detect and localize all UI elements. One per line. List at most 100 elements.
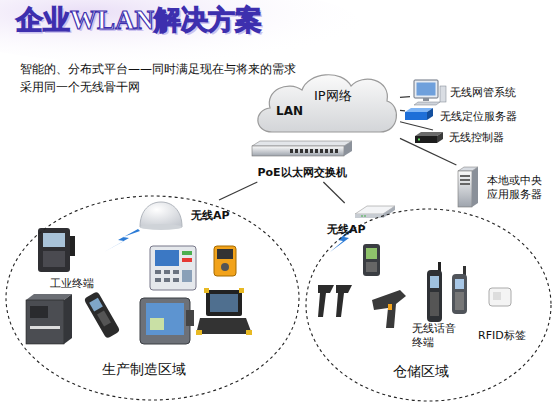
production-area: 生产制造区域 无线AP 工业终端 [5,195,300,401]
controller-icon [415,132,443,143]
node-label: 无线AP [191,209,235,223]
keypad-panel-icon [182,258,192,262]
industrial-terminal: 工业终端 [50,276,102,292]
network-link [219,182,257,200]
tablet-icon [140,298,190,344]
poe-switch: PoE以太网交换机 [248,140,356,182]
keypad-panel-icon [173,270,179,274]
server-tower-icon [458,167,478,207]
monitor-icon [417,83,436,96]
node-label: RFID标签 [478,329,538,343]
node-label: 无线话音 终端 [412,322,460,350]
controller-icon [418,139,420,141]
laptop-icon [196,330,202,335]
flat-ap-icon [364,215,366,217]
rfid-tag-icon [489,288,511,306]
voice-terminal: 无线话音 终端 [412,322,464,352]
handheld-icon [84,291,121,339]
ip-network-cloud: IP网络LAN [250,66,400,140]
flat-ap-icon [355,206,395,218]
tablet-icon [140,298,194,344]
phone-icon [455,279,464,289]
switch-icon [335,149,338,153]
node-label: 无线网管系统 [450,86,532,100]
dashed-ellipse [6,196,299,400]
monitor-icon [414,102,440,105]
rfid-tag-icon [489,288,511,306]
switch-icon [315,149,318,153]
node-label: 无线控制器 [449,131,514,145]
switch-icon [325,149,328,153]
location-server: 无线定位服务器 [405,108,527,126]
phone-icon [430,292,439,316]
keypad-panel-icon [150,246,196,290]
laptop-icon [246,330,252,335]
dome-ap-icon [140,202,182,230]
flat-ap-icon [361,215,363,217]
node-label: 无线AP [327,223,372,237]
keypad-panel-icon [150,246,196,290]
scanner-gun-icon [388,304,392,310]
location-server-icon [405,112,427,120]
keypad-panel-icon [155,270,161,274]
controller-icon [437,132,443,143]
keypad-panel-icon [155,278,161,282]
phone-icon [438,262,441,271]
printer-icon [30,306,48,318]
node-label: LAN [276,104,316,119]
title-band [0,0,360,64]
keypad-panel-icon [182,251,192,255]
flat-ap-icon [383,206,395,218]
node-label: 生产制造区域 [102,361,202,379]
rfid-tag: RFID标签 [478,328,540,344]
laptop-icon [196,288,252,335]
dome-ap-icon [140,224,182,230]
printer-icon [26,294,72,344]
network-link [400,96,410,98]
phone-icon [463,266,466,275]
network-link [400,110,405,112]
node-label: 工业终端 [50,277,102,291]
dashed-ellipse [306,209,551,401]
laptop-icon [239,288,244,293]
switch-icon [295,149,298,153]
terminal-icon [43,233,65,247]
keypad-panel-icon [164,278,170,282]
terminal-icon [43,251,65,267]
phone-icon [427,262,467,322]
node-label: PoE以太网交换机 [248,166,356,180]
keypad-panel-icon [155,250,179,266]
laptop-icon [204,288,209,293]
network-link [400,138,456,165]
keypad-panel-icon [164,270,170,274]
switch-icon [344,141,352,156]
scanner-gun-icon [318,285,406,328]
server-tower-icon [458,171,472,207]
printer-icon [26,300,64,344]
warehouse-area: 仓储区域 无线AP 无线话音 终端 RFID标签 [305,208,552,402]
controller-icon [415,136,437,143]
node-label: 仓储区域 [393,363,463,381]
keypad-panel-icon [182,270,192,282]
diagram-title: 企业WLAN解决方案 [16,4,316,36]
terminal-icon [38,228,70,272]
phone-icon [430,276,439,288]
switch-icon [330,149,333,153]
monitor-icon [423,98,429,101]
laptop-icon [210,294,238,312]
meter-icon [214,246,236,276]
switch-icon [305,149,308,153]
access-point: 无线AP [135,200,235,232]
meter-icon [217,249,233,259]
node-label: 本地或中央 应用服务器 [487,174,547,202]
switch-icon [320,149,323,153]
laptop-icon [206,290,242,316]
tablet-icon [150,318,164,330]
network-link [400,122,433,130]
node-label: 无线定位服务器 [440,110,526,124]
node-label: IP网络 [314,88,374,104]
subtitle-text: 智能的、分布式平台——同时满足现在与将来的需求 [20,62,350,78]
wireless-signal [104,229,140,252]
printer-icon [30,326,60,329]
